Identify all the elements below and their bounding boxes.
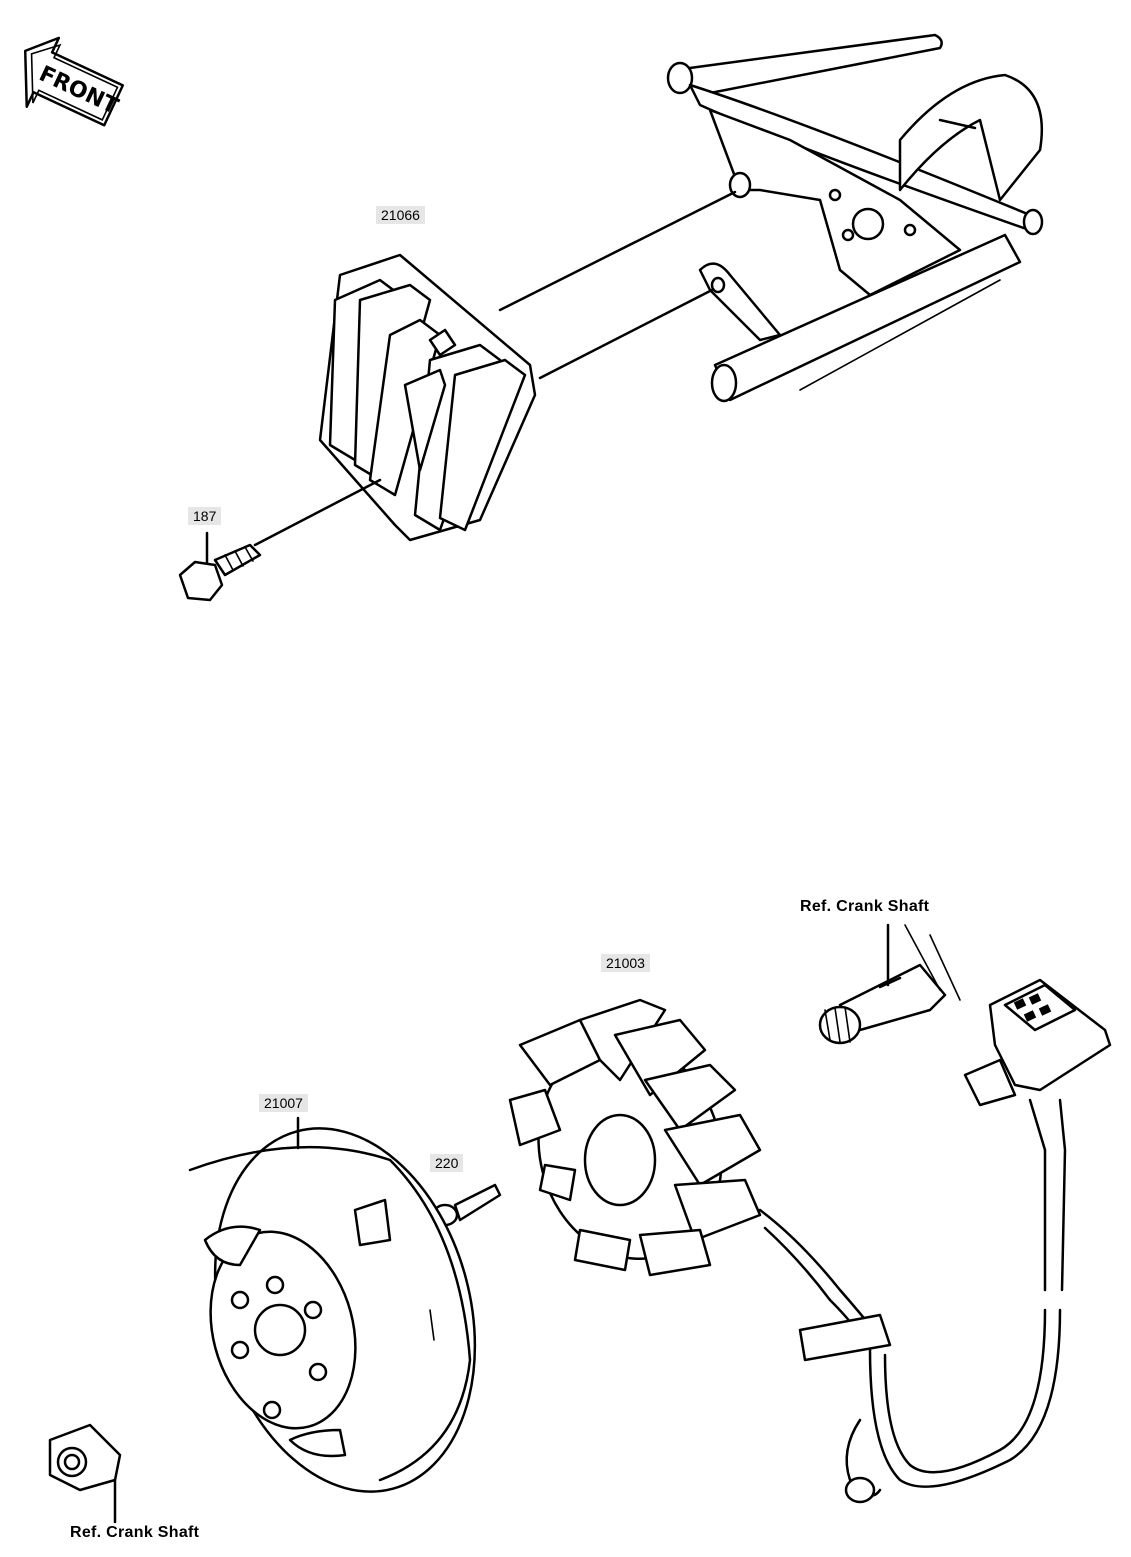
- part-number-21066: 21066: [376, 206, 425, 224]
- part-number-220: 220: [430, 1154, 464, 1172]
- hex-bolt-187-illustration: [178, 478, 382, 602]
- part-number-187: 187: [188, 507, 222, 525]
- regulator-rectifier-illustration: [318, 253, 537, 542]
- part-number-21007: 21007: [259, 1094, 308, 1112]
- ref-crank-shaft-label-bottom: Ref. Crank Shaft: [70, 1524, 200, 1541]
- crank-shaft-end-illustration: [818, 923, 961, 1045]
- connector-illustration: [963, 978, 1112, 1107]
- nut-illustration: [48, 1423, 122, 1524]
- frame-illustration: [498, 33, 1044, 403]
- front-arrow-icon: FRONT: [23, 36, 125, 127]
- ref-crank-shaft-label-top: Ref. Crank Shaft: [800, 898, 930, 915]
- stator-illustration: [508, 998, 1067, 1504]
- flywheel-illustration: [188, 1116, 477, 1493]
- part-number-21003: 21003: [601, 954, 650, 972]
